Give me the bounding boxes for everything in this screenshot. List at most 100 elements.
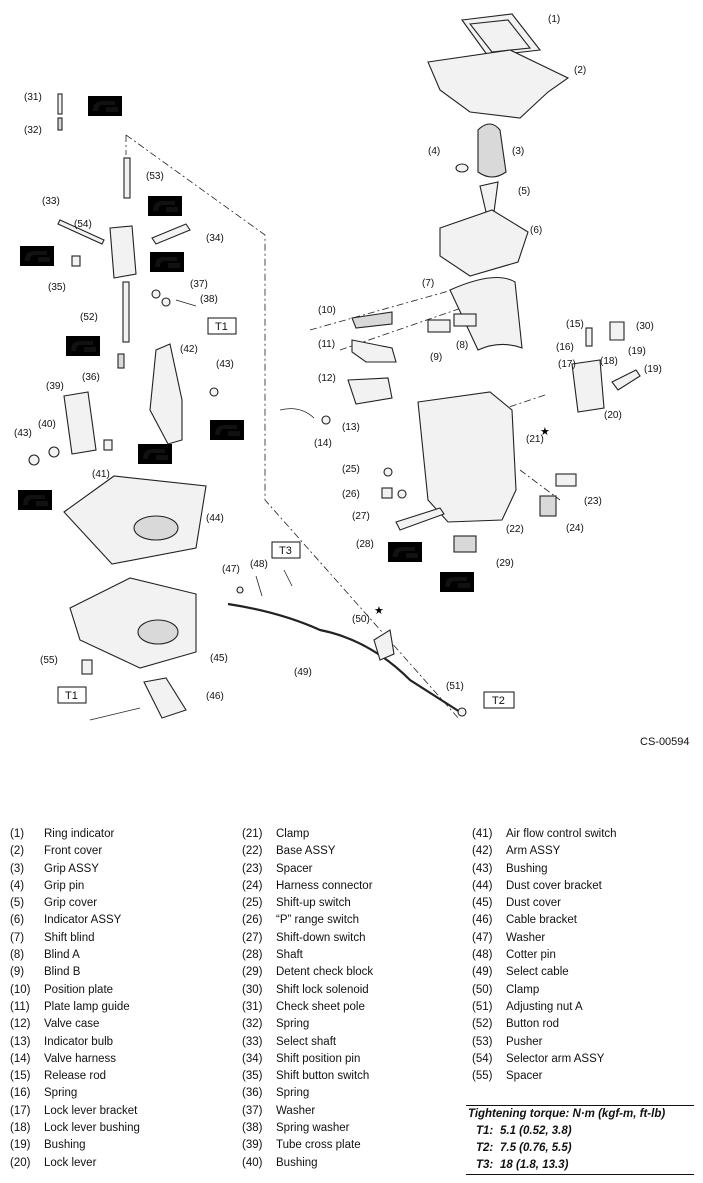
washer-47-part: [236, 586, 244, 594]
legend-item-name: Blind A: [44, 949, 80, 962]
legend-item: (10)Position plate: [10, 982, 140, 999]
legend-item: (40)Bushing: [242, 1155, 373, 1172]
bushing-43a-part: [28, 454, 40, 466]
legend-item-name: Bushing: [44, 1139, 86, 1152]
legend-item-name: Shaft: [276, 949, 303, 962]
dust-cover-bracket-part: [63, 475, 207, 565]
callout-1: (1): [548, 14, 560, 25]
shift-down-switch-part: [397, 489, 407, 499]
legend-item: (54)Selector arm ASSY: [472, 1051, 617, 1068]
harness-connector-part: [539, 495, 557, 517]
callout-4: (4): [428, 146, 440, 157]
shift-lock-solenoid-part: [609, 321, 625, 341]
indicator-bulb-part: [321, 415, 331, 425]
callout-17: (17): [558, 359, 576, 370]
select-cable-part: [227, 602, 461, 713]
legend-item-number: (39): [242, 1139, 263, 1152]
legend-item-name: Shift lock solenoid: [276, 983, 369, 996]
dust-cover-bracket-hole: [133, 515, 179, 541]
pusher-part: [123, 157, 131, 199]
legend-item-number: (24): [242, 879, 263, 892]
assembly-line-left: [125, 134, 461, 721]
callout-20: (20): [604, 410, 622, 421]
callout-19b: (19): [644, 364, 662, 375]
t1-bolt-upper: [175, 299, 197, 307]
callout-33: (33): [42, 196, 60, 207]
callout-42: (42): [180, 344, 198, 355]
legend-item-number: (46): [472, 914, 493, 927]
legend-item-name: Clamp: [506, 983, 540, 996]
grip-pin-part: [455, 163, 469, 173]
legend-item-number: (44): [472, 879, 493, 892]
legend-item-name: Spring: [276, 1018, 310, 1031]
legend-item-name: Detent check block: [276, 966, 374, 979]
legend-item: (46)Cable bracket: [472, 912, 617, 929]
legend-item: (51)Adjusting nut A: [472, 999, 617, 1016]
callout-28: (28): [356, 539, 374, 550]
legend-item-name: Dust cover bracket: [506, 879, 602, 892]
legend-item-name: Indicator ASSY: [44, 914, 122, 927]
grease-icon-3: [20, 246, 54, 266]
callout-43b: (43): [216, 359, 234, 370]
legend-item: (12)Valve case: [10, 1016, 140, 1033]
legend-item: (37)Washer: [242, 1103, 373, 1120]
callout-47: (47): [222, 564, 240, 575]
legend-item: (39)Tube cross plate: [242, 1137, 373, 1154]
legend-item: (4)Grip pin: [10, 878, 140, 895]
legend-item: (34)Shift position pin: [242, 1051, 373, 1068]
legend-item-number: (27): [242, 931, 263, 944]
legend-item: (41)Air flow control switch: [472, 826, 617, 843]
legend-item: (18)Lock lever bushing: [10, 1120, 140, 1137]
torque-value: 7.5 (0.76, 5.5): [500, 1142, 572, 1154]
legend-item: (42)Arm ASSY: [472, 843, 617, 860]
legend-item-name: Shift-down switch: [276, 931, 366, 944]
legend-item-number: (17): [10, 1104, 31, 1117]
arm-assy-part: [149, 343, 183, 445]
shift-up-switch-part: [383, 467, 393, 477]
callout-52: (52): [80, 312, 98, 323]
legend-column-1: (1)Ring indicator(2)Front cover(3)Grip A…: [10, 826, 140, 1172]
clamp-50-part: [373, 629, 395, 661]
callout-53: (53): [146, 171, 164, 182]
legend-item: (31)Check sheet pole: [242, 999, 373, 1016]
legend-item-number: (54): [472, 1052, 493, 1065]
legend-item-name: Pusher: [506, 1035, 543, 1048]
legend-item-name: Harness connector: [276, 879, 373, 892]
legend-item: (25)Shift-up switch: [242, 895, 373, 912]
callout-5: (5): [518, 186, 530, 197]
legend-item-number: (23): [242, 862, 263, 875]
legend-item-name: Spring: [276, 1087, 310, 1100]
legend-item-name: Cotter pin: [506, 949, 556, 962]
callout-27: (27): [352, 511, 370, 522]
legend-item-number: (38): [242, 1122, 263, 1135]
spring-36-part: [117, 353, 125, 369]
callout-16: (16): [556, 342, 574, 353]
legend-item: (28)Shaft: [242, 947, 373, 964]
callout-10: (10): [318, 305, 336, 316]
svg-text:T3: T3: [279, 545, 292, 557]
tightening-torque-table: Tightening torque: N·m (kgf-m, ft-lb) T1…: [466, 1105, 694, 1175]
cotter-pin-part: [255, 575, 263, 597]
spring-32-part: [57, 117, 63, 131]
star-icon-21: ★: [540, 426, 550, 438]
legend-item: (20)Lock lever: [10, 1155, 140, 1172]
legend-item-name: Shift blind: [44, 931, 95, 944]
legend-item: (35)Shift button switch: [242, 1068, 373, 1085]
legend-item-number: (55): [472, 1070, 493, 1083]
legend-item: (24) Harness connector: [242, 878, 373, 895]
adjusting-nut-part: [457, 707, 467, 717]
legend-item-number: (41): [472, 828, 493, 840]
legend-item-name: Dust cover: [506, 897, 561, 910]
grease-icon-6: [138, 444, 172, 464]
callout-41: (41): [92, 469, 110, 480]
legend-item-number: (21): [242, 828, 263, 840]
legend-item-name: Indicator bulb: [44, 1035, 114, 1048]
legend-item: (53)Pusher: [472, 1034, 617, 1051]
document-code: CS-00594: [640, 736, 690, 748]
legend-item-number: (52): [472, 1018, 493, 1031]
star-icon-50: ★: [374, 605, 384, 617]
legend-item-name: Spacer: [506, 1070, 543, 1083]
callout-44: (44): [206, 513, 224, 524]
legend-item-name: Lock lever: [44, 1156, 97, 1169]
legend-item: (23)Spacer: [242, 861, 373, 878]
